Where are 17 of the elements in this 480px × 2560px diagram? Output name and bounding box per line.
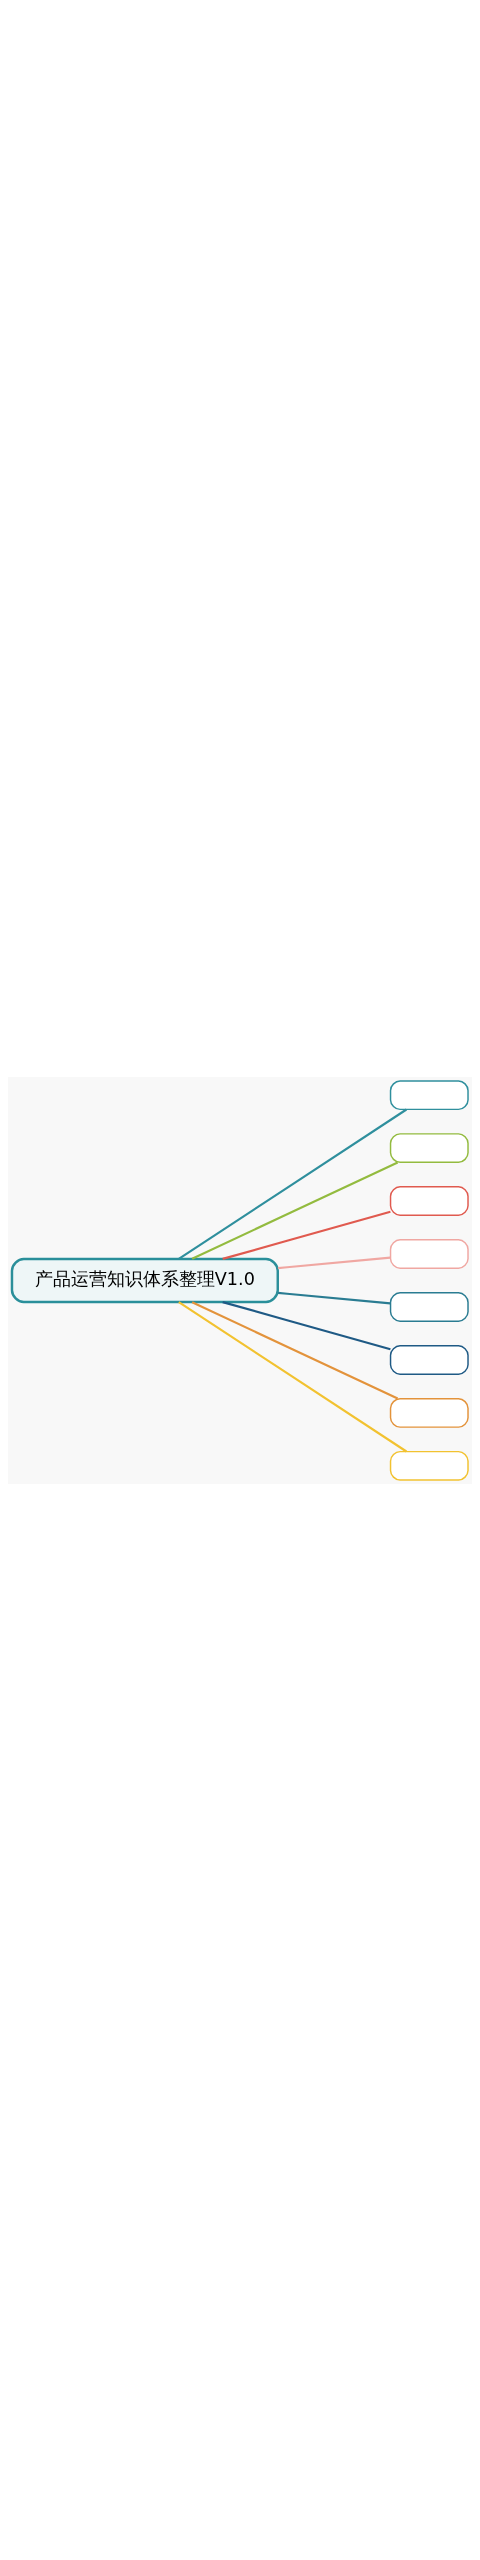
connector <box>191 1161 399 1260</box>
connector <box>277 1256 391 1269</box>
node-box: 产品运营知识体系整理V1.0 <box>10 1257 279 1303</box>
node-box <box>389 1450 469 1481</box>
node-box <box>389 1132 469 1163</box>
node-box <box>389 1397 469 1428</box>
connector <box>222 1300 391 1350</box>
connector <box>178 1300 408 1452</box>
node-box <box>389 1185 469 1216</box>
node-box <box>389 1291 469 1322</box>
node-box <box>389 1344 469 1375</box>
connector <box>178 1108 408 1260</box>
connector <box>277 1291 391 1304</box>
connector <box>191 1300 399 1399</box>
connector <box>222 1210 391 1260</box>
node-box <box>389 1079 469 1110</box>
node-box <box>389 1238 469 1269</box>
